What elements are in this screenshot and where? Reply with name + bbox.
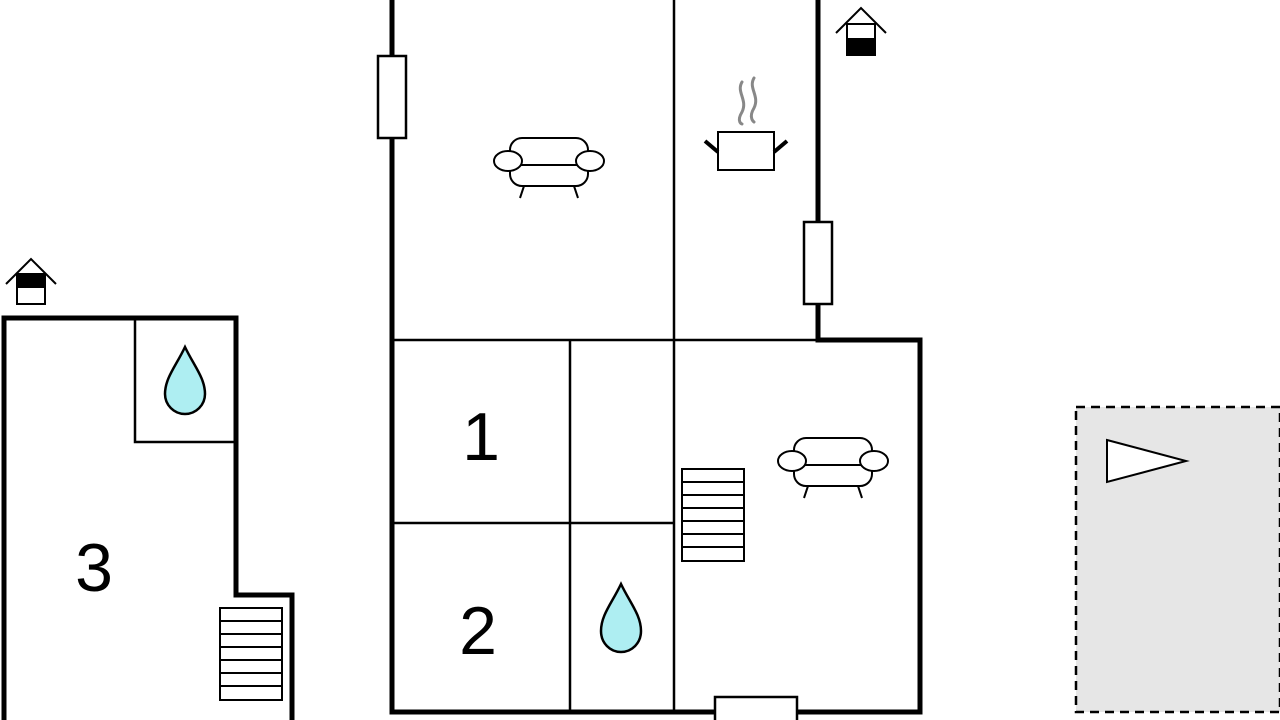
- window-right: [802, 220, 834, 306]
- window-left: [376, 54, 408, 140]
- main-left-wall: [389, 0, 716, 715]
- house-entrance-icon: [5, 257, 57, 305]
- room-number-1: 1: [462, 399, 500, 475]
- left-building: 3: [1, 315, 295, 720]
- room-number-2: 2: [459, 593, 497, 669]
- north-arrow-icon: [1106, 438, 1190, 484]
- left-bathroom-partition: [133, 318, 236, 444]
- water-drop-icon: [163, 344, 207, 416]
- cooking-pot-icon: [703, 76, 789, 171]
- main-door: [713, 695, 799, 720]
- room-number-3: 3: [75, 530, 113, 606]
- sofa-icon: [777, 437, 889, 499]
- main-right-wall: [797, 0, 923, 715]
- house-entrance-icon: [835, 6, 887, 56]
- stairs-icon: [681, 468, 745, 562]
- stairs-icon: [219, 607, 283, 701]
- outdoor-terrace: [1074, 405, 1280, 714]
- main-building: 1 2: [376, 0, 923, 720]
- water-drop-icon: [599, 581, 643, 654]
- left-building-outer-wall: [1, 315, 295, 720]
- sofa-icon: [493, 137, 605, 199]
